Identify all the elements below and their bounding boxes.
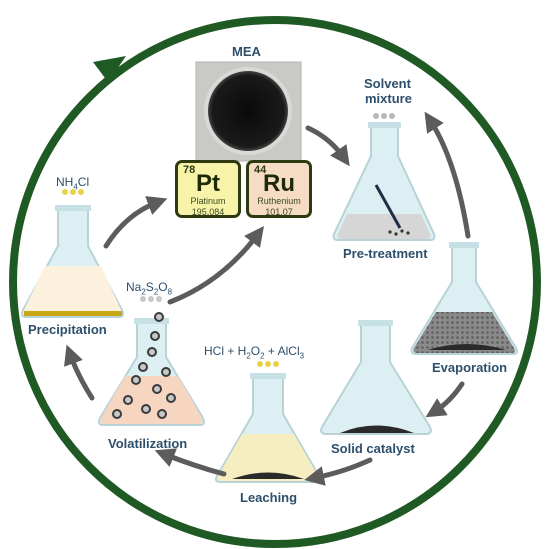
reagent-subscript: 2 xyxy=(153,287,159,297)
reagent-part: Cl xyxy=(77,175,90,189)
arrow-mea-to-pretreatment xyxy=(305,125,350,167)
cycle-ring-arrowhead xyxy=(93,56,126,82)
element-symbol: Pt xyxy=(196,170,220,197)
reagent-part: O xyxy=(250,344,261,358)
solid-catalyst-label: Solid catalyst xyxy=(331,441,415,456)
arrow-evaporation-to-solvent xyxy=(424,111,471,239)
precipitation-flask xyxy=(21,189,124,318)
reagent-na2s2o8: Na2S2O8 xyxy=(126,280,172,296)
reagent-subscript: 2 xyxy=(246,351,251,361)
element-tile-platinum: 78 Pt Platinum 195.084 xyxy=(175,160,241,218)
arrow-precipitation-to-pt xyxy=(103,196,168,249)
arrow-volatilization-to-precipitation xyxy=(64,344,95,401)
precipitation-label: Precipitation xyxy=(28,322,107,337)
leaching-flask xyxy=(215,361,321,483)
solvent-mixture-label-line1: Solvent xyxy=(364,76,411,91)
element-name: Ruthenium xyxy=(257,196,301,206)
element-tile-ruthenium: 44 Ru Ruthenium 101.07 xyxy=(246,160,312,218)
element-symbol: Ru xyxy=(263,170,295,197)
pretreatment-flask xyxy=(332,113,436,241)
solid-catalyst-flask xyxy=(320,320,432,435)
volatilization-label: Volatilization xyxy=(108,436,188,451)
reagent-part: NH xyxy=(56,175,74,189)
reagent-subscript: 3 xyxy=(299,351,305,361)
reagent-subscript: 4 xyxy=(73,182,78,192)
atomic-number: 44 xyxy=(254,164,267,176)
reagent-subscript: 2 xyxy=(141,287,146,297)
reagent-part: HCl + H xyxy=(204,344,247,358)
mea-image xyxy=(195,61,302,162)
reagent-part: + AlCl xyxy=(264,344,300,358)
arrow-solid-to-leaching xyxy=(304,457,373,486)
reagent-leaching-mixture: HCl + H2O2 + AlCl3 xyxy=(204,344,304,360)
volatilization-flask xyxy=(98,296,205,426)
pretreatment-label: Pre-treatment xyxy=(343,246,428,261)
atomic-number: 78 xyxy=(183,164,196,176)
reagent-part: S xyxy=(145,280,154,294)
reagent-subscript: 8 xyxy=(167,287,173,297)
arrow-evaporation-to-solid xyxy=(425,381,465,418)
leaching-label: Leaching xyxy=(240,490,298,505)
arrow-volatilization-to-ru xyxy=(167,226,265,305)
reagent-part: Na xyxy=(126,280,142,294)
element-name: Platinum xyxy=(190,196,226,206)
mea-label: MEA xyxy=(232,44,261,59)
solvent-mixture-label-line2: mixture xyxy=(365,91,412,106)
reagent-part: O xyxy=(158,280,168,294)
evaporation-flask xyxy=(410,242,518,355)
arrow-leaching-to-volatilization xyxy=(154,448,227,477)
cycle-ring xyxy=(9,16,541,548)
atomic-mass: 101.07 xyxy=(265,207,293,217)
atomic-mass: 195.084 xyxy=(191,207,225,217)
evaporation-label: Evaporation xyxy=(432,360,508,375)
reagent-nh4cl: NH4Cl xyxy=(56,175,89,191)
reagent-subscript: 2 xyxy=(260,351,265,361)
